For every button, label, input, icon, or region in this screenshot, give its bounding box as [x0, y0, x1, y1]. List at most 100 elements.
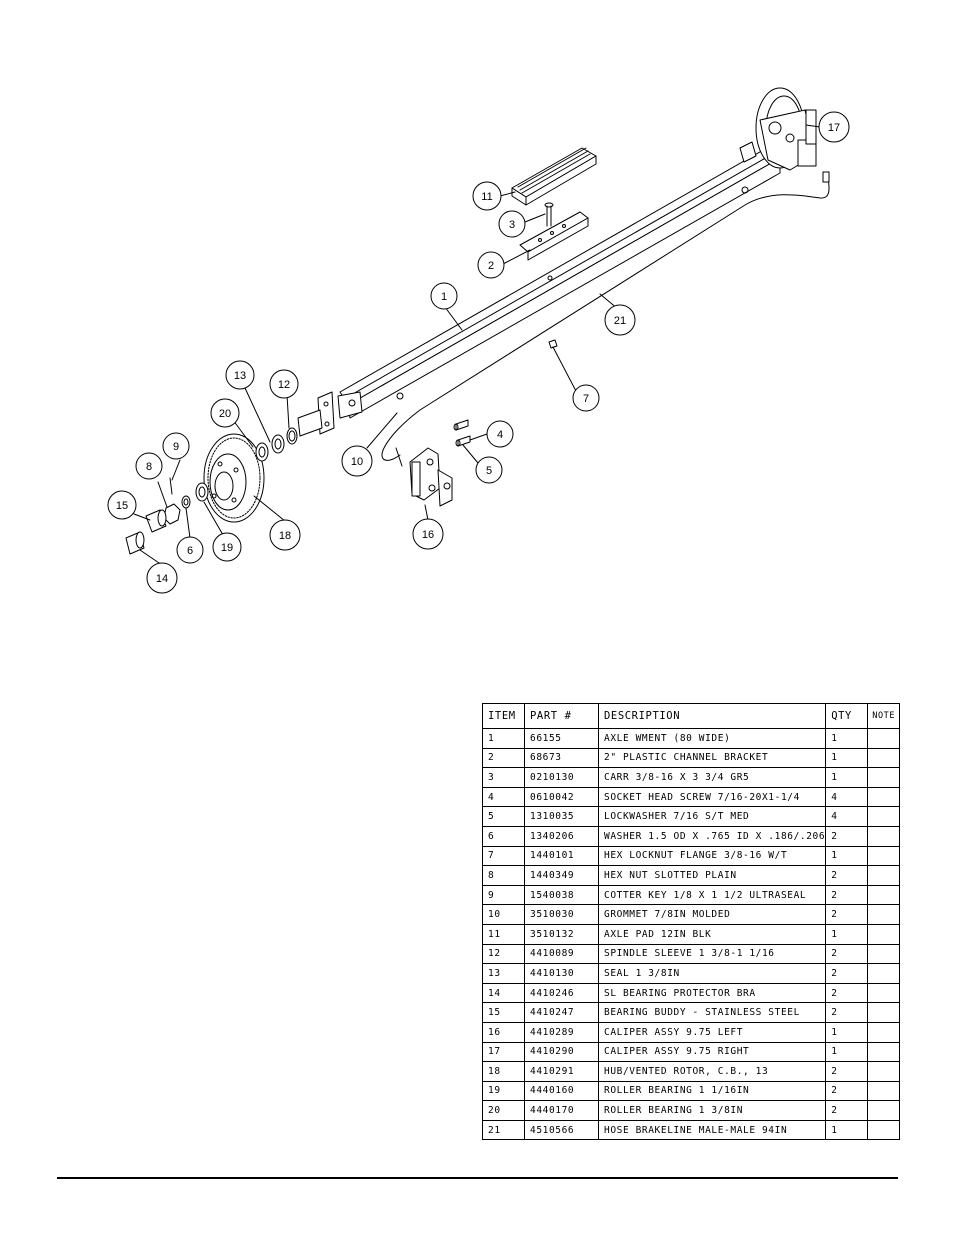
callout-6: 6 — [176, 536, 204, 564]
cell-part-number: 3510030 — [524, 904, 599, 925]
cell-item: 15 — [482, 1002, 525, 1023]
cell-item: 18 — [482, 1061, 525, 1082]
callout-17: 17 — [818, 111, 850, 143]
cotter-key — [169, 477, 173, 495]
svg-text:7: 7 — [583, 393, 589, 405]
cell-qty: 1 — [825, 728, 869, 749]
cell-note — [867, 728, 901, 749]
callout-14: 14 — [146, 562, 178, 594]
cell-part-number: 4410291 — [524, 1061, 599, 1082]
callout-15: 15 — [107, 490, 137, 520]
cell-description: ROLLER BEARING 1 3/8IN — [597, 1100, 827, 1121]
cell-qty: 2 — [825, 1100, 869, 1121]
header-row: ITEM PART # DESCRIPTION QTY NOTE — [482, 703, 901, 729]
cell-item: 9 — [482, 884, 525, 906]
spindle-flange-left — [297, 391, 363, 437]
cell-part-number: 68673 — [524, 747, 599, 769]
bearing-buddy — [145, 509, 167, 533]
axle-tube — [339, 144, 781, 419]
cell-note — [867, 1002, 901, 1023]
cell-description: HEX NUT SLOTTED PLAIN — [597, 865, 827, 886]
svg-text:13: 13 — [234, 370, 246, 382]
callout-19: 19 — [212, 532, 242, 562]
callout-11: 11 — [472, 181, 502, 211]
cell-description: BEARING BUDDY - STAINLESS STEEL — [597, 1002, 827, 1023]
cell-qty: 2 — [825, 865, 869, 886]
cell-qty: 2 — [825, 1061, 869, 1082]
cell-qty: 2 — [825, 884, 869, 906]
cell-item: 4 — [482, 786, 525, 808]
svg-text:6: 6 — [187, 545, 193, 557]
cell-description: SOCKET HEAD SCREW 7/16-20X1-1/4 — [597, 786, 827, 808]
cell-item: 3 — [482, 767, 525, 788]
cell-description: HOSE BRAKELINE MALE-MALE 94IN — [597, 1119, 827, 1141]
footer-rule — [57, 1177, 898, 1179]
cell-qty: 2 — [825, 904, 869, 925]
cell-description: CALIPER ASSY 9.75 RIGHT — [597, 1041, 827, 1063]
svg-text:14: 14 — [156, 573, 168, 585]
svg-text:19: 19 — [221, 542, 233, 554]
cell-part-number: 4510566 — [524, 1119, 599, 1141]
cell-item: 17 — [482, 1041, 525, 1063]
callout-13: 13 — [225, 360, 255, 390]
callout-7: 7 — [572, 384, 600, 412]
header-description: DESCRIPTION — [597, 703, 827, 729]
cell-part-number: 4410089 — [524, 943, 599, 965]
svg-text:11: 11 — [481, 191, 492, 203]
cell-item: 19 — [482, 1080, 525, 1102]
cell-part-number: 4440160 — [524, 1080, 599, 1102]
cell-qty: 2 — [825, 963, 869, 984]
cell-qty: 1 — [825, 1041, 869, 1063]
callout-3: 3 — [498, 210, 526, 238]
svg-text:1: 1 — [441, 291, 447, 303]
cell-description: WASHER 1.5 OD X .765 ID X .186/.206 — [597, 825, 827, 847]
cell-description: COTTER KEY 1/8 X 1 1/2 ULTRASEAL — [597, 884, 827, 906]
channel-bracket — [519, 211, 589, 261]
seal — [271, 434, 285, 454]
header-item: ITEM — [482, 703, 525, 729]
cell-description: SEAL 1 3/8IN — [597, 963, 827, 984]
cell-qty: 2 — [825, 943, 869, 965]
callout-balloons: 1 2 3 4 5 6 7 8 9 10 11 12 13 14 15 — [107, 111, 850, 594]
cell-qty: 1 — [825, 923, 869, 945]
cell-note — [867, 786, 901, 808]
cell-description: CALIPER ASSY 9.75 LEFT — [597, 1021, 827, 1043]
cell-note — [867, 884, 901, 906]
cell-part-number: 4440170 — [524, 1100, 599, 1121]
svg-text:8: 8 — [146, 461, 152, 473]
washer — [181, 495, 191, 509]
cell-item: 21 — [482, 1119, 525, 1141]
callout-16: 16 — [412, 518, 444, 550]
exploded-axle-diagram: 1 2 3 4 5 6 7 8 9 10 11 12 13 14 15 — [107, 87, 850, 594]
cell-qty: 2 — [825, 825, 869, 847]
svg-text:4: 4 — [497, 429, 503, 441]
header-note: NOTE — [867, 703, 901, 729]
cell-description: HEX LOCKNUT FLANGE 3/8-16 W/T — [597, 845, 827, 867]
roller-bearing-1-3-8 — [255, 442, 269, 462]
callout-2: 2 — [477, 251, 505, 279]
callout-18: 18 — [269, 519, 301, 551]
svg-text:3: 3 — [509, 219, 515, 231]
parts-table-header: ITEM PART # DESCRIPTION QTY NOTE — [482, 703, 901, 729]
cell-item: 20 — [482, 1100, 525, 1121]
right-hub-caliper — [739, 87, 817, 171]
cell-qty: 2 — [825, 1002, 869, 1023]
cell-note — [867, 904, 901, 925]
svg-text:15: 15 — [116, 500, 128, 512]
cell-description: LOCKWASHER 7/16 S/T MED — [597, 806, 827, 827]
cell-description: 2" PLASTIC CHANNEL BRACKET — [597, 747, 827, 769]
cell-note — [867, 982, 901, 1004]
cell-part-number: 4410130 — [524, 963, 599, 984]
cell-qty: 1 — [825, 747, 869, 769]
cell-item: 12 — [482, 943, 525, 965]
caliper-left — [409, 447, 453, 507]
